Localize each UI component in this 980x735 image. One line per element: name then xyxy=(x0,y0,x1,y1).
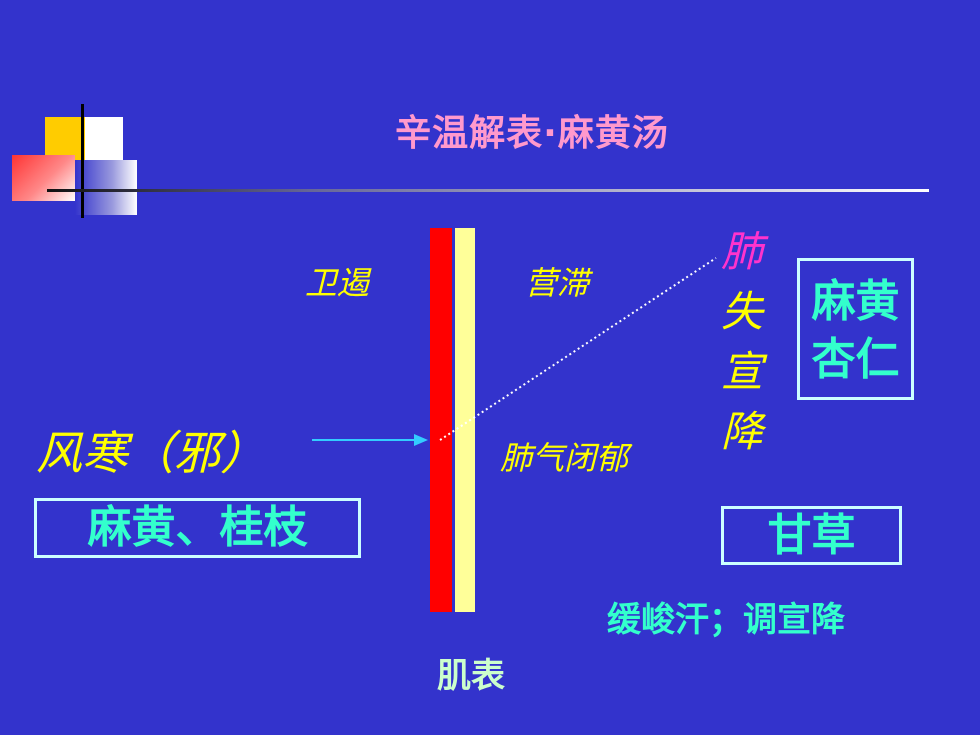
decor-vertical-line xyxy=(81,104,84,218)
herb-box-gancao: 甘草 xyxy=(721,506,902,565)
slide-title: 辛温解表·麻黄汤 xyxy=(395,113,669,154)
skin-bar-red xyxy=(430,228,452,612)
decor-square-white xyxy=(85,117,123,165)
lung-dotted-line xyxy=(439,257,717,441)
decor-square-red xyxy=(12,155,75,201)
function-note: 缓峻汗；调宣降 xyxy=(607,600,845,640)
label-skin: 肌表 xyxy=(437,656,505,696)
vertical-char-4: 降 xyxy=(720,407,763,456)
label-pathogen: 风寒（邪） xyxy=(36,426,266,480)
decor-square-blue xyxy=(75,160,137,215)
label-lung-qi-blocked: 肺气闭郁 xyxy=(500,439,629,477)
herb-box-mahuang-xingren: 麻黄 杏仁 xyxy=(797,258,914,400)
title-underline xyxy=(47,189,929,192)
label-weie: 卫遏 xyxy=(305,264,370,302)
herb-xingren: 杏仁 xyxy=(811,334,900,385)
vertical-char-2: 失 xyxy=(720,287,763,336)
label-yingzhi: 营滞 xyxy=(525,264,590,302)
herb-mahuang: 麻黄 xyxy=(811,276,900,327)
vertical-char-3: 宣 xyxy=(720,347,763,396)
herb-box-mahuang-guizhi: 麻黄、桂枝 xyxy=(34,498,361,558)
vertical-lung-text: 肺 失 宣 降 xyxy=(712,222,772,462)
vertical-char-1: 肺 xyxy=(720,227,763,276)
pathogen-arrow-head xyxy=(414,434,428,446)
skin-bar-yellow xyxy=(455,228,475,612)
